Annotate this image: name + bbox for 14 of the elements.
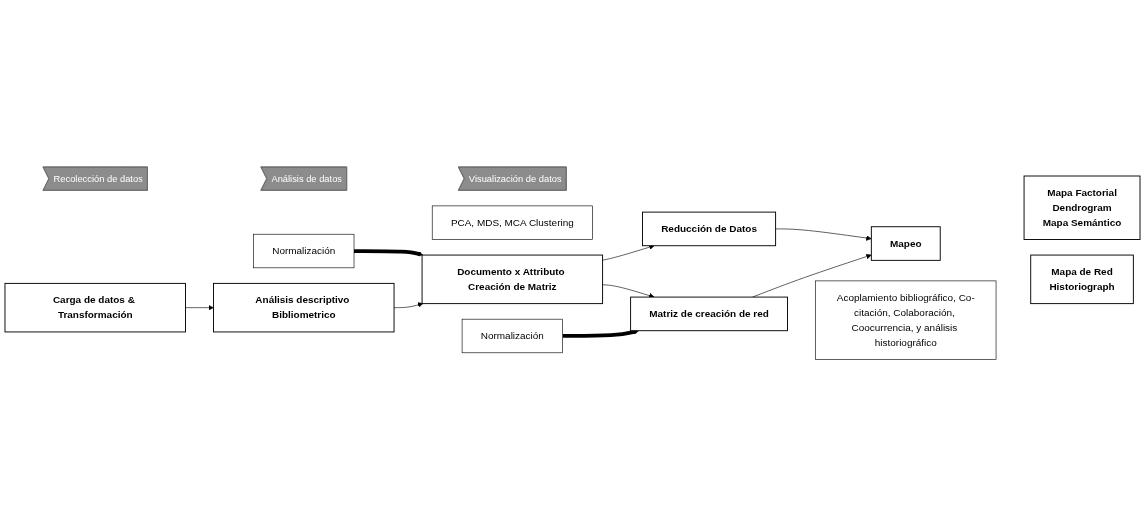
node-box: Normalización: [253, 233, 355, 268]
node-box: Documento x Attributo Creación de Matriz: [421, 254, 604, 304]
arrow: [354, 249, 424, 257]
node-box: Carga de datos & Transformación: [4, 282, 186, 333]
node-box: Matriz de creación de red: [630, 296, 788, 331]
node-box: Análisis descriptivo Bibliometrico: [213, 282, 395, 333]
node-box: Normalización: [461, 318, 563, 353]
node-box: Mapa Factorial Dendrogram Mapa Semántico: [1023, 175, 1141, 240]
node-box: Acoplamiento bibliográfico, Co-citación, Colaboración, Coocurrencia, y análisis historiográfico: [815, 280, 997, 360]
node-box: Mapeo: [870, 226, 941, 261]
arrow: [562, 329, 639, 338]
node-box: Mapa de Red Historiograph: [1030, 254, 1134, 304]
node-box: Reducción de Datos: [642, 211, 777, 247]
node-box: PCA, MDS, MCA Clustering: [431, 205, 593, 240]
